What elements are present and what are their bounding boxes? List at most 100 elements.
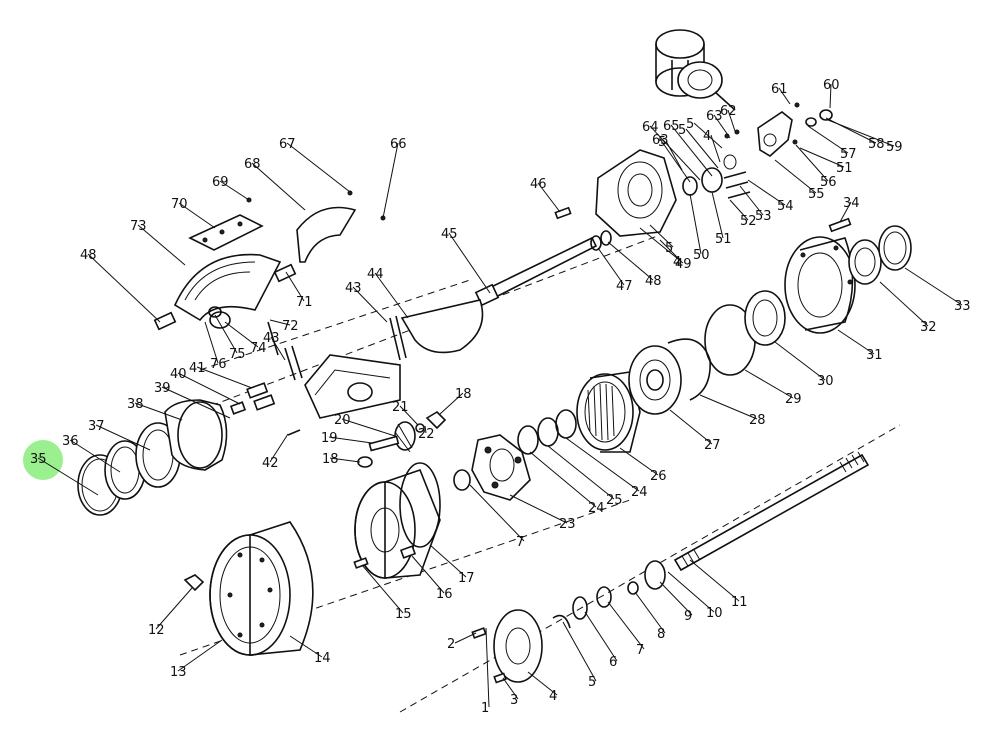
leader-line (659, 581, 693, 616)
leader-line (527, 671, 558, 696)
part-label: 3 (510, 693, 518, 708)
part-label: 5 (658, 135, 666, 150)
part-label: 6 (609, 655, 617, 670)
part-label: 33 (954, 299, 971, 314)
part-label: 73 (130, 219, 147, 234)
leader-line (739, 185, 764, 216)
leader-lines (37, 83, 963, 708)
leader-line (727, 109, 737, 135)
part-label: 22 (418, 427, 435, 442)
leader-line (382, 142, 399, 219)
leader-line (196, 366, 253, 389)
part-label: 54 (777, 199, 794, 214)
part-label: 35 (30, 452, 47, 467)
leader-line (399, 405, 419, 426)
part-label: 59 (886, 140, 903, 155)
leader-line (529, 451, 597, 508)
part-label: 39 (154, 381, 171, 396)
leader-line (270, 336, 286, 361)
leader-line (439, 392, 464, 415)
leader-line (667, 571, 715, 613)
leader-line (286, 142, 351, 193)
wheel-hub (784, 217, 856, 334)
leader-line (134, 402, 183, 421)
part-label: 40 (170, 367, 187, 382)
leader-line (485, 627, 490, 708)
part-label: 34 (843, 196, 860, 211)
leader-line (329, 457, 361, 463)
part-label: 43 (345, 281, 362, 296)
part-label: 57 (840, 147, 857, 162)
leader-line (693, 122, 723, 149)
part-label: 49 (675, 257, 692, 272)
part-label: 26 (650, 469, 667, 484)
brake-shoe-lower (267, 299, 484, 419)
leader-line (689, 559, 740, 602)
leader-line (607, 241, 654, 281)
leader-line (251, 162, 306, 211)
leader-line (795, 144, 829, 182)
part-label: 14 (314, 651, 331, 666)
bearing-30 (744, 290, 786, 346)
leader-line (565, 437, 640, 492)
part-label: 76 (210, 357, 227, 372)
part-label: 21 (392, 400, 409, 415)
part-label: 31 (866, 348, 883, 363)
leader-line (37, 457, 99, 496)
leader-line (774, 159, 817, 194)
brake-pins (229, 382, 301, 436)
leader-line (774, 341, 826, 381)
part-label: 41 (189, 361, 206, 376)
bearing-32 (848, 239, 882, 285)
leader-line (429, 544, 467, 578)
leader-line (729, 199, 749, 221)
leader-line (711, 191, 724, 239)
highlight-marker (23, 440, 63, 480)
leader-line (289, 635, 323, 658)
leader-line (649, 224, 674, 248)
leader-line (547, 445, 615, 500)
leader-line (285, 271, 305, 302)
part-label: 4 (549, 689, 557, 704)
leader-line (448, 232, 491, 294)
leader-line (161, 386, 231, 419)
leader-line (204, 321, 219, 364)
part-label: 68 (244, 157, 261, 172)
leader-line (224, 321, 259, 348)
leader-line (634, 591, 666, 634)
part-label: 67 (279, 137, 296, 152)
part-label: 66 (390, 137, 407, 152)
brake-shoe-upper (153, 197, 297, 331)
part-label: 4 (703, 129, 711, 144)
part-label: 43 (263, 331, 280, 346)
part-label: 24 (631, 485, 648, 500)
part-label: 52 (740, 214, 757, 229)
hub-housing (353, 462, 441, 579)
part-label: 5 (588, 675, 596, 690)
part-label: 37 (88, 419, 105, 434)
leader-line (361, 564, 404, 614)
seal-33 (878, 225, 912, 271)
slack-adjuster (724, 102, 833, 157)
leader-line (649, 125, 701, 181)
leader-line (670, 124, 713, 177)
leader-line (374, 272, 409, 319)
part-label: 4 (673, 255, 681, 270)
leader-line (69, 439, 121, 473)
part-label: 53 (755, 209, 772, 224)
part-label: 24 (588, 501, 605, 516)
part-label: 7 (516, 535, 524, 550)
leader-line (341, 418, 396, 437)
part-label: 55 (808, 187, 825, 202)
part-label: 65 (663, 119, 680, 134)
part-label: 64 (642, 120, 659, 135)
part-label: 25 (606, 493, 623, 508)
brake-chamber (655, 29, 736, 111)
leader-line (659, 239, 682, 262)
leader-line (669, 409, 713, 445)
leader-line (744, 369, 794, 399)
camshaft-bracket (595, 149, 751, 237)
